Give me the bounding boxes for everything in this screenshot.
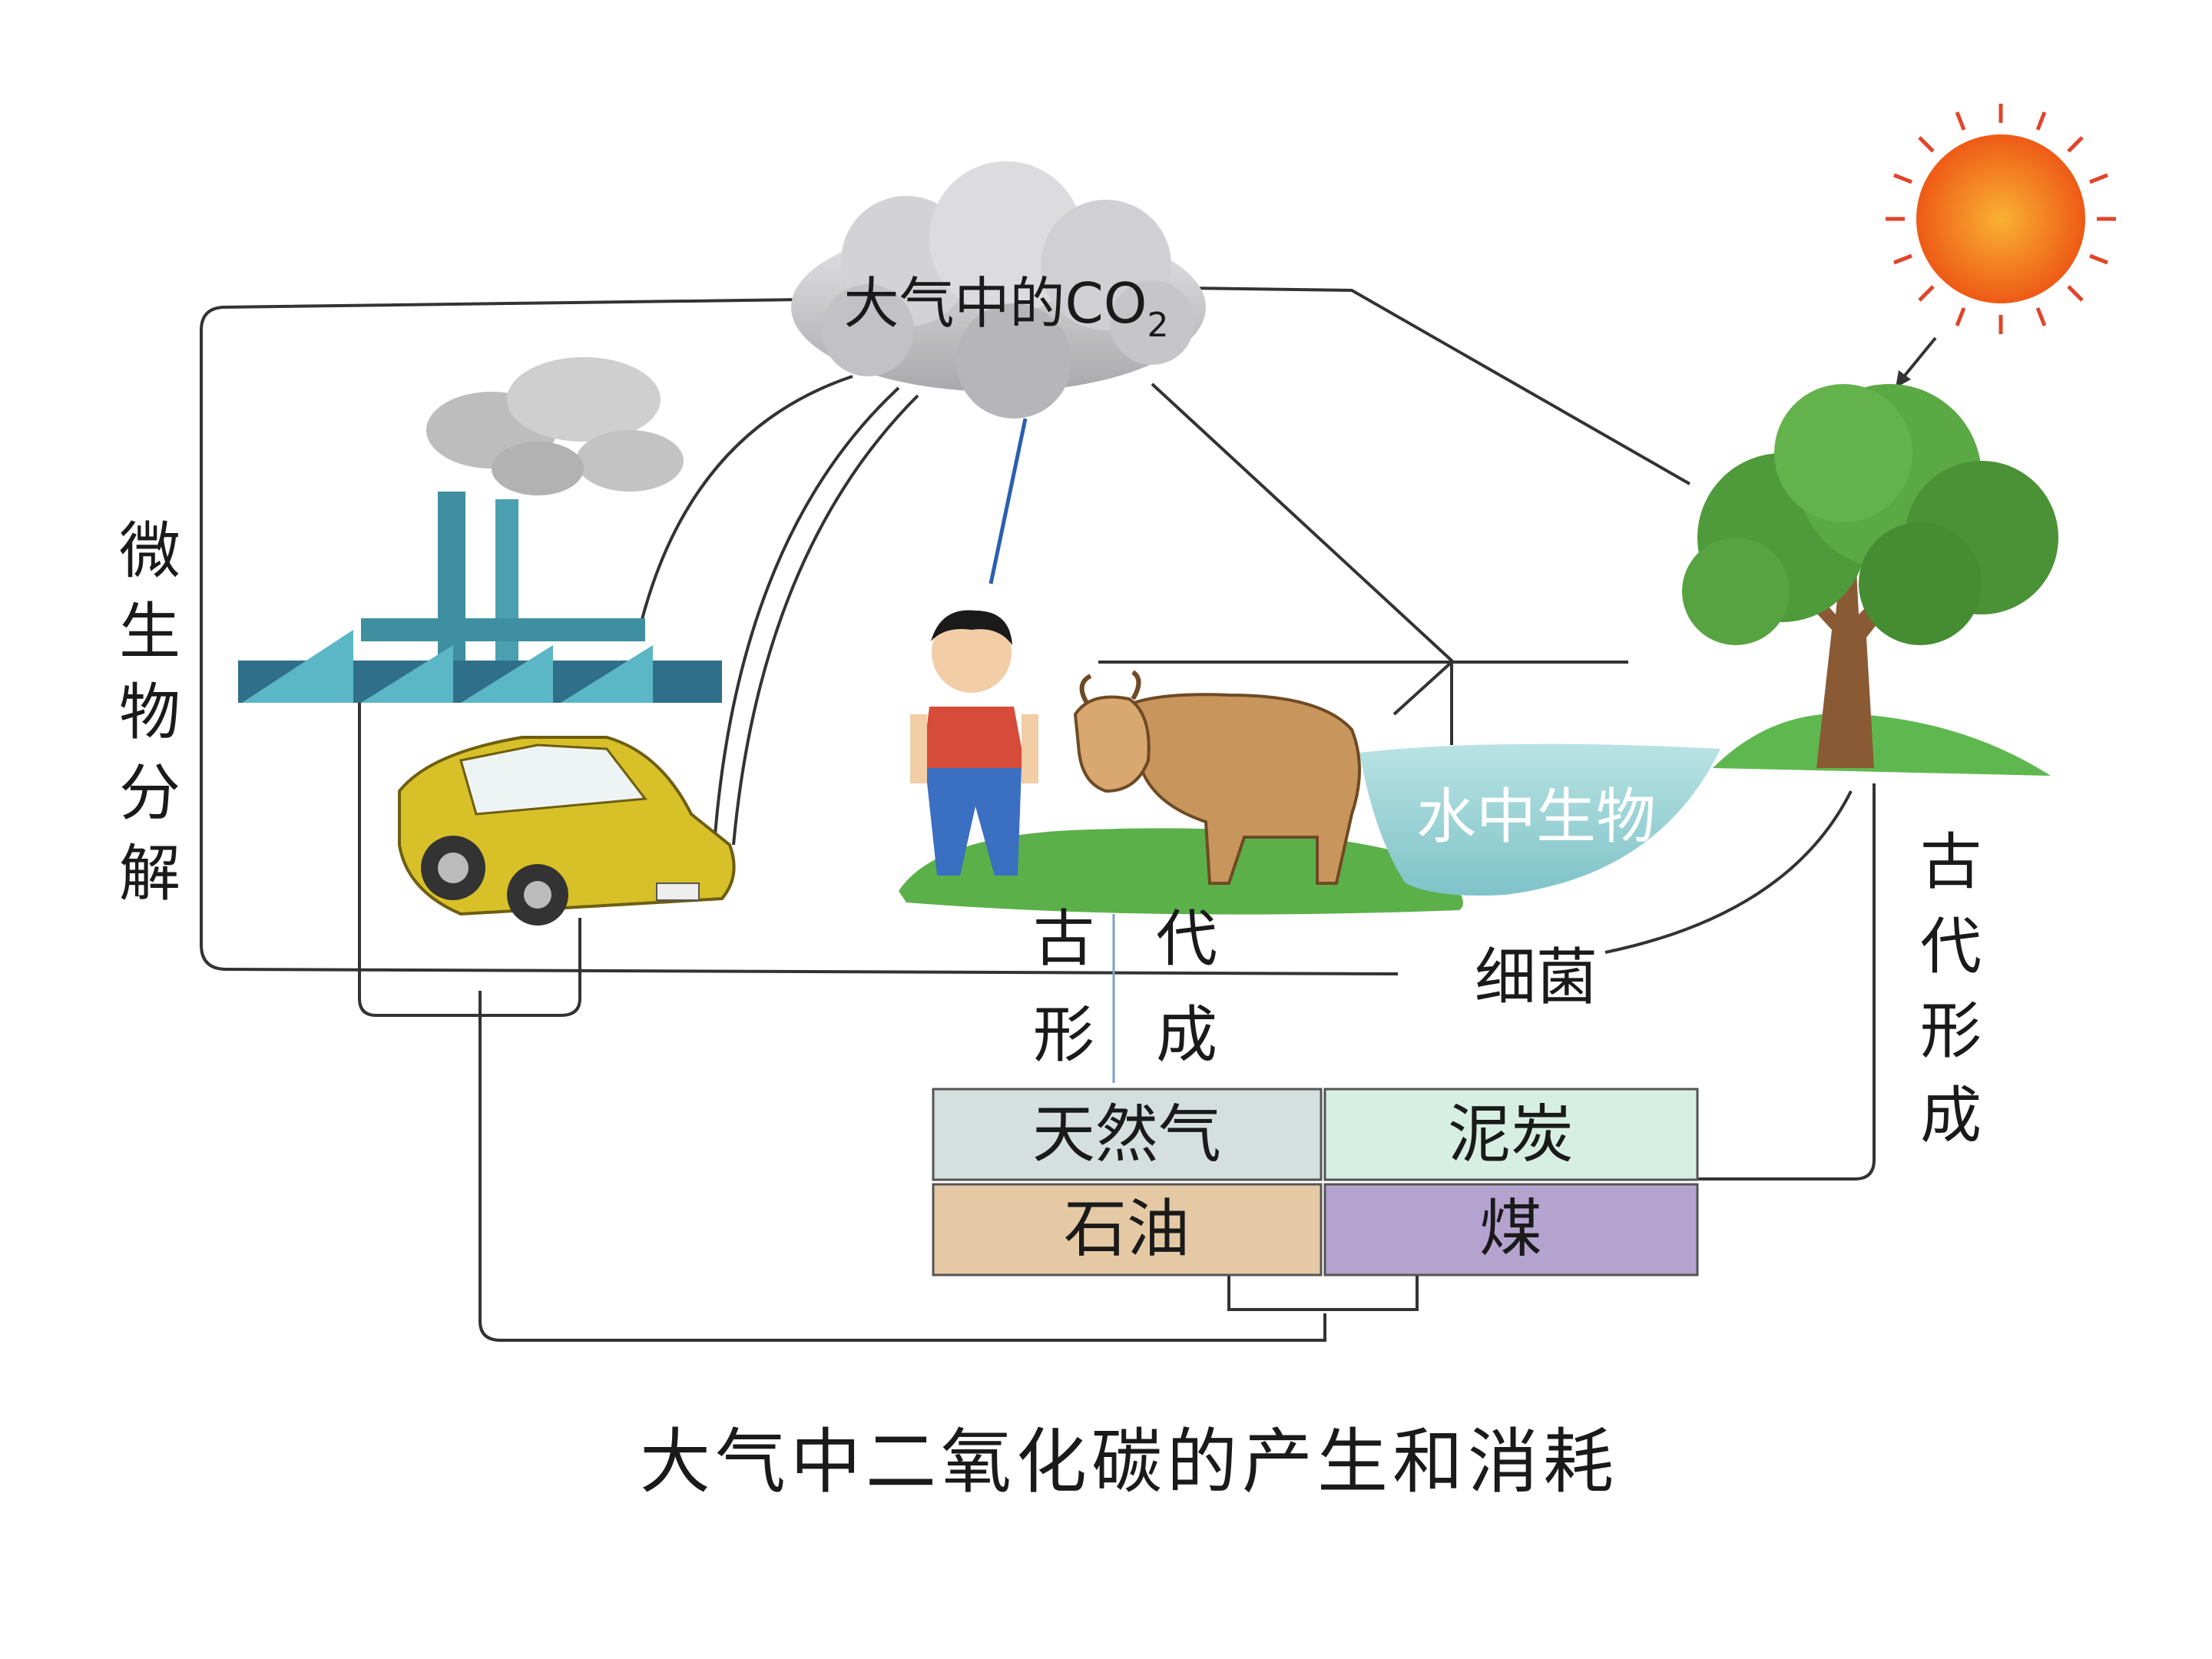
boy-icon [910,610,1038,876]
car-loop-line [358,691,581,1017]
platform-branch-line [1392,661,1453,716]
cloud-label: 大气中的CO2 [844,271,1169,345]
center-formation-label: 古 形 代 成 [1033,903,1217,1071]
svg-text:物: 物 [119,677,180,748]
fuel-label-coal: 煤 [1479,1193,1542,1266]
right-side-label: 古 代 形 成 [1920,826,1982,1151]
left-side-label: 微 生 物 分 解 [119,515,180,909]
sun-icon [1886,104,2116,334]
bacteria-label: 细菌 [1475,942,1598,1013]
water-label: 水中生物 [1416,783,1656,852]
svg-text:古: 古 [1920,826,1982,898]
svg-text:成: 成 [1920,1080,1982,1151]
cloud-water-line [1151,382,1453,745]
svg-text:生: 生 [119,596,180,667]
svg-text:微: 微 [119,515,180,587]
fuel-cell-coal [1323,1183,1699,1277]
fuel-cell-natural-gas [932,1088,1323,1181]
car-emission-line-1 [713,386,900,846]
bacteria-line [1604,790,1853,954]
car-emission-line-2 [732,394,919,846]
car-icon [398,736,736,926]
water-pond [1359,743,1720,896]
svg-text:分: 分 [119,757,180,829]
fuel-cell-peat [1323,1088,1699,1181]
cloud-tree-line [1186,286,1690,485]
svg-text:形: 形 [1033,999,1094,1071]
svg-text:解: 解 [119,838,180,909]
cloud-boy-line [988,418,1028,584]
cloud-icon [791,161,1206,419]
tree-icon [1682,384,2058,776]
fuel-table: 天然气 泥炭 石油 煤 [932,1088,1699,1277]
fuel-label-oil: 石油 [1064,1193,1190,1266]
fuel-label-peat: 泥炭 [1448,1098,1574,1171]
cycle-lines [200,286,1876,1342]
svg-text:代: 代 [1920,911,1982,982]
sunlight-arrow-icon [1896,336,1937,388]
svg-text:代: 代 [1156,903,1217,975]
microbe-decomposition-line [200,298,1399,975]
svg-text:成: 成 [1156,999,1217,1071]
fuel-table-bracket [1227,1275,1419,1311]
fuel-cell-oil [932,1183,1323,1277]
cow-icon [1073,670,1361,885]
fuel-label-natural-gas: 天然气 [1032,1098,1221,1171]
grass-ground [899,828,1463,915]
factory-emission-line [640,375,853,623]
figure-caption: 大气中二氧化碳的产生和消耗 [640,1421,1618,1503]
ancient-formation-line [1697,783,1876,1181]
factory-icon [238,357,722,703]
svg-text:形: 形 [1920,995,1982,1067]
svg-text:古: 古 [1033,903,1094,975]
fuel-burning-line [478,991,1326,1342]
